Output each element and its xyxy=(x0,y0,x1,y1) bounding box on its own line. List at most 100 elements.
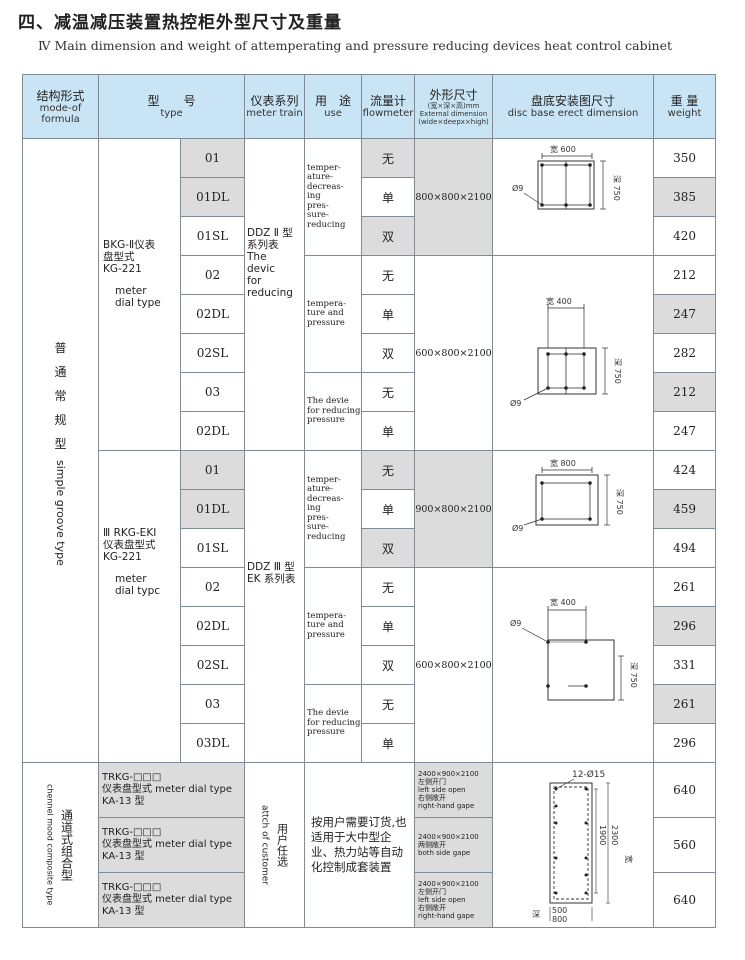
header-use: 用 途 use xyxy=(304,74,363,139)
dim-group1-a: 800×800×2100 xyxy=(414,138,494,256)
meter-combined: 用户任选 attch of customer xyxy=(244,762,306,928)
header-row: 结构形式 mode-of formula 型 号 type 仪表系列 meter… xyxy=(22,74,717,139)
svg-text:深 750: 深 750 xyxy=(613,358,622,384)
flow-cell: 单 xyxy=(361,177,416,217)
svg-text:Ø9: Ø9 xyxy=(510,618,521,628)
weight-cell: 459 xyxy=(653,489,717,529)
weight-cell: 640 xyxy=(653,762,717,818)
type-cell: 02DL xyxy=(179,411,246,451)
table-row: 01DL 单 385 xyxy=(23,177,717,217)
flow-cell: 单 xyxy=(361,606,416,646)
base-drawing-4: 宽 400 Ø9 深 750 xyxy=(510,597,638,701)
flow-cell: 双 xyxy=(361,645,416,685)
flow-cell: 双 xyxy=(361,333,416,373)
table-row: 01DL 单 459 xyxy=(23,489,717,529)
weight-cell: 296 xyxy=(653,723,717,763)
flow-cell: 单 xyxy=(361,489,416,529)
base-diagram-1: 宽 600 Ø9 深 750 xyxy=(492,138,655,256)
dim-group2-a: 900×800×2100 xyxy=(414,450,494,568)
flow-cell: 双 xyxy=(361,216,416,256)
flow-cell: 无 xyxy=(361,567,416,607)
type-cell: 01 xyxy=(179,450,246,490)
flow-cell: 单 xyxy=(361,411,416,451)
base-drawing-5: 12-Ø15 1900 2300 xyxy=(532,769,634,924)
type-cell: 02DL xyxy=(179,294,246,334)
type-cell: 02SL xyxy=(179,333,246,373)
type-cell: 01SL xyxy=(179,528,246,568)
header-weight: 重 量 weight xyxy=(653,74,717,139)
flow-cell: 无 xyxy=(361,450,416,490)
svg-text:宽 400: 宽 400 xyxy=(546,296,572,306)
svg-text:2300: 2300 xyxy=(610,825,619,845)
header-type: 型 号 type xyxy=(97,74,246,139)
base-drawing-2: 宽 400 Ø9 深 750 xyxy=(510,296,622,408)
weight-cell: 424 xyxy=(653,450,717,490)
type-cell: 01 xyxy=(179,138,246,178)
svg-text:深 750: 深 750 xyxy=(612,175,621,201)
flow-cell: 无 xyxy=(361,138,416,178)
type-cell: 01SL xyxy=(179,216,246,256)
type-cell: 02 xyxy=(179,255,246,295)
svg-text:宽 400: 宽 400 xyxy=(550,597,576,607)
weight-cell: 247 xyxy=(653,411,717,451)
formula-group1: BKG-Ⅱ仪表 盘型式 KG-221 meter dial type xyxy=(98,138,181,451)
table-row: 02DL 单 247 xyxy=(23,411,717,451)
flow-cell: 无 xyxy=(361,684,416,724)
type-cell: 02SL xyxy=(179,645,246,685)
dim-group2-b: 600×800×2100 xyxy=(414,567,494,763)
formula-group2: Ⅲ RKG-EKI 仪表盘型式 KG-221 meter dial typc xyxy=(98,450,181,763)
header-flow: 流量计 flowmeter xyxy=(361,74,416,139)
weight-cell: 420 xyxy=(653,216,717,256)
use-combined: 按用户需要订货,也适用于大中型企业、热力站等自动化控制成套装置 xyxy=(304,762,416,928)
svg-text:宽 800: 宽 800 xyxy=(550,458,576,468)
svg-text:1900: 1900 xyxy=(598,825,607,845)
svg-text:Ø9: Ø9 xyxy=(512,523,523,533)
svg-text:深: 深 xyxy=(532,910,540,919)
weight-cell: 296 xyxy=(653,606,717,646)
base-diagram-5: 12-Ø15 1900 2300 xyxy=(492,762,655,928)
weight-cell: 247 xyxy=(653,294,717,334)
weight-cell: 212 xyxy=(653,372,717,412)
flow-cell: 双 xyxy=(361,528,416,568)
meter-group2: DDZ Ⅲ 型 EK 系列表 xyxy=(244,450,306,763)
type-cell: 01DL xyxy=(179,177,246,217)
type-cell: 02 xyxy=(179,567,246,607)
svg-text:500: 500 xyxy=(552,906,567,915)
table-row: 03DL 单 296 xyxy=(23,723,717,763)
flow-cell: 单 xyxy=(361,294,416,334)
svg-text:宽: 宽 xyxy=(624,855,634,863)
header-mode: 结构形式 mode-of formula xyxy=(22,74,99,139)
type-cell: 02DL xyxy=(179,606,246,646)
weight-cell: 282 xyxy=(653,333,717,373)
base-diagram-3: 宽 800 Ø9 深 750 xyxy=(492,450,655,568)
table-row: 02DL 单 247 xyxy=(23,294,717,334)
table-row: 普 通 常 规 型 simple groove type BKG-Ⅱ仪表 盘型式… xyxy=(22,138,717,763)
type-cell: 03 xyxy=(179,372,246,412)
flow-cell: 无 xyxy=(361,372,416,412)
page-subtitle: Ⅳ Main dimension and weight of attempera… xyxy=(38,38,673,53)
weight-cell: 331 xyxy=(653,645,717,685)
table-row: 02SL 双 282 xyxy=(23,333,717,373)
type-cell: 01DL xyxy=(179,489,246,529)
svg-text:宽 600: 宽 600 xyxy=(550,144,576,154)
weight-cell: 261 xyxy=(653,567,717,607)
header-meter: 仪表系列 meter train xyxy=(244,74,306,139)
table-row: Ⅲ RKG-EKI 仪表盘型式 KG-221 meter dial typc 0… xyxy=(23,450,717,763)
base-drawing-1: 宽 600 Ø9 深 750 xyxy=(512,144,621,210)
svg-text:深 750: 深 750 xyxy=(615,489,624,515)
type-cell: 03DL xyxy=(179,723,246,763)
weight-cell: 350 xyxy=(653,138,717,178)
